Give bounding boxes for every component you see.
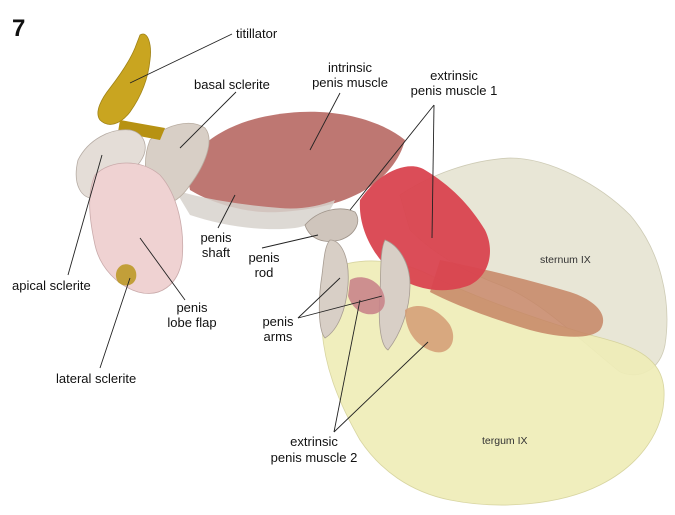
- label-apical-sclerite: apical sclerite: [12, 278, 91, 293]
- figure-number: 7: [12, 15, 25, 42]
- label-penis-shaft-line2: shaft: [202, 245, 231, 260]
- label-titillator: titillator: [236, 26, 278, 41]
- label-lateral-sclerite: lateral sclerite: [56, 371, 136, 386]
- label-extrinsic-2-line1: extrinsic: [290, 434, 338, 449]
- label-penis-shaft-line1: penis: [200, 230, 232, 245]
- anatomy-shapes: [76, 34, 667, 505]
- label-sternum-ix: sternum IX: [540, 254, 591, 266]
- label-intrinsic-muscle-line2: penis muscle: [312, 75, 388, 90]
- label-tergum-ix: tergum IX: [482, 435, 528, 447]
- titillator-shape: [98, 34, 151, 124]
- label-extrinsic-2-line2: penis muscle 2: [271, 450, 358, 465]
- label-penis-arms-line1: penis: [262, 314, 294, 329]
- label-extrinsic-1-line2: penis muscle 1: [411, 83, 498, 98]
- label-penis-rod-line1: penis: [248, 250, 280, 265]
- label-penis-lobe-flap-line2: lobe flap: [167, 315, 216, 330]
- lateral-sclerite-shape: [116, 264, 136, 285]
- leader-penis-rod: [262, 235, 318, 248]
- label-penis-arms-line2: arms: [264, 329, 293, 344]
- label-penis-rod-line2: rod: [255, 265, 274, 280]
- label-extrinsic-1-line1: extrinsic: [430, 68, 478, 83]
- label-basal-sclerite: basal sclerite: [194, 77, 270, 92]
- label-penis-lobe-flap-line1: penis: [176, 300, 208, 315]
- leader-lateral-sclerite: [100, 278, 130, 368]
- label-intrinsic-muscle-line1: intrinsic: [328, 60, 373, 75]
